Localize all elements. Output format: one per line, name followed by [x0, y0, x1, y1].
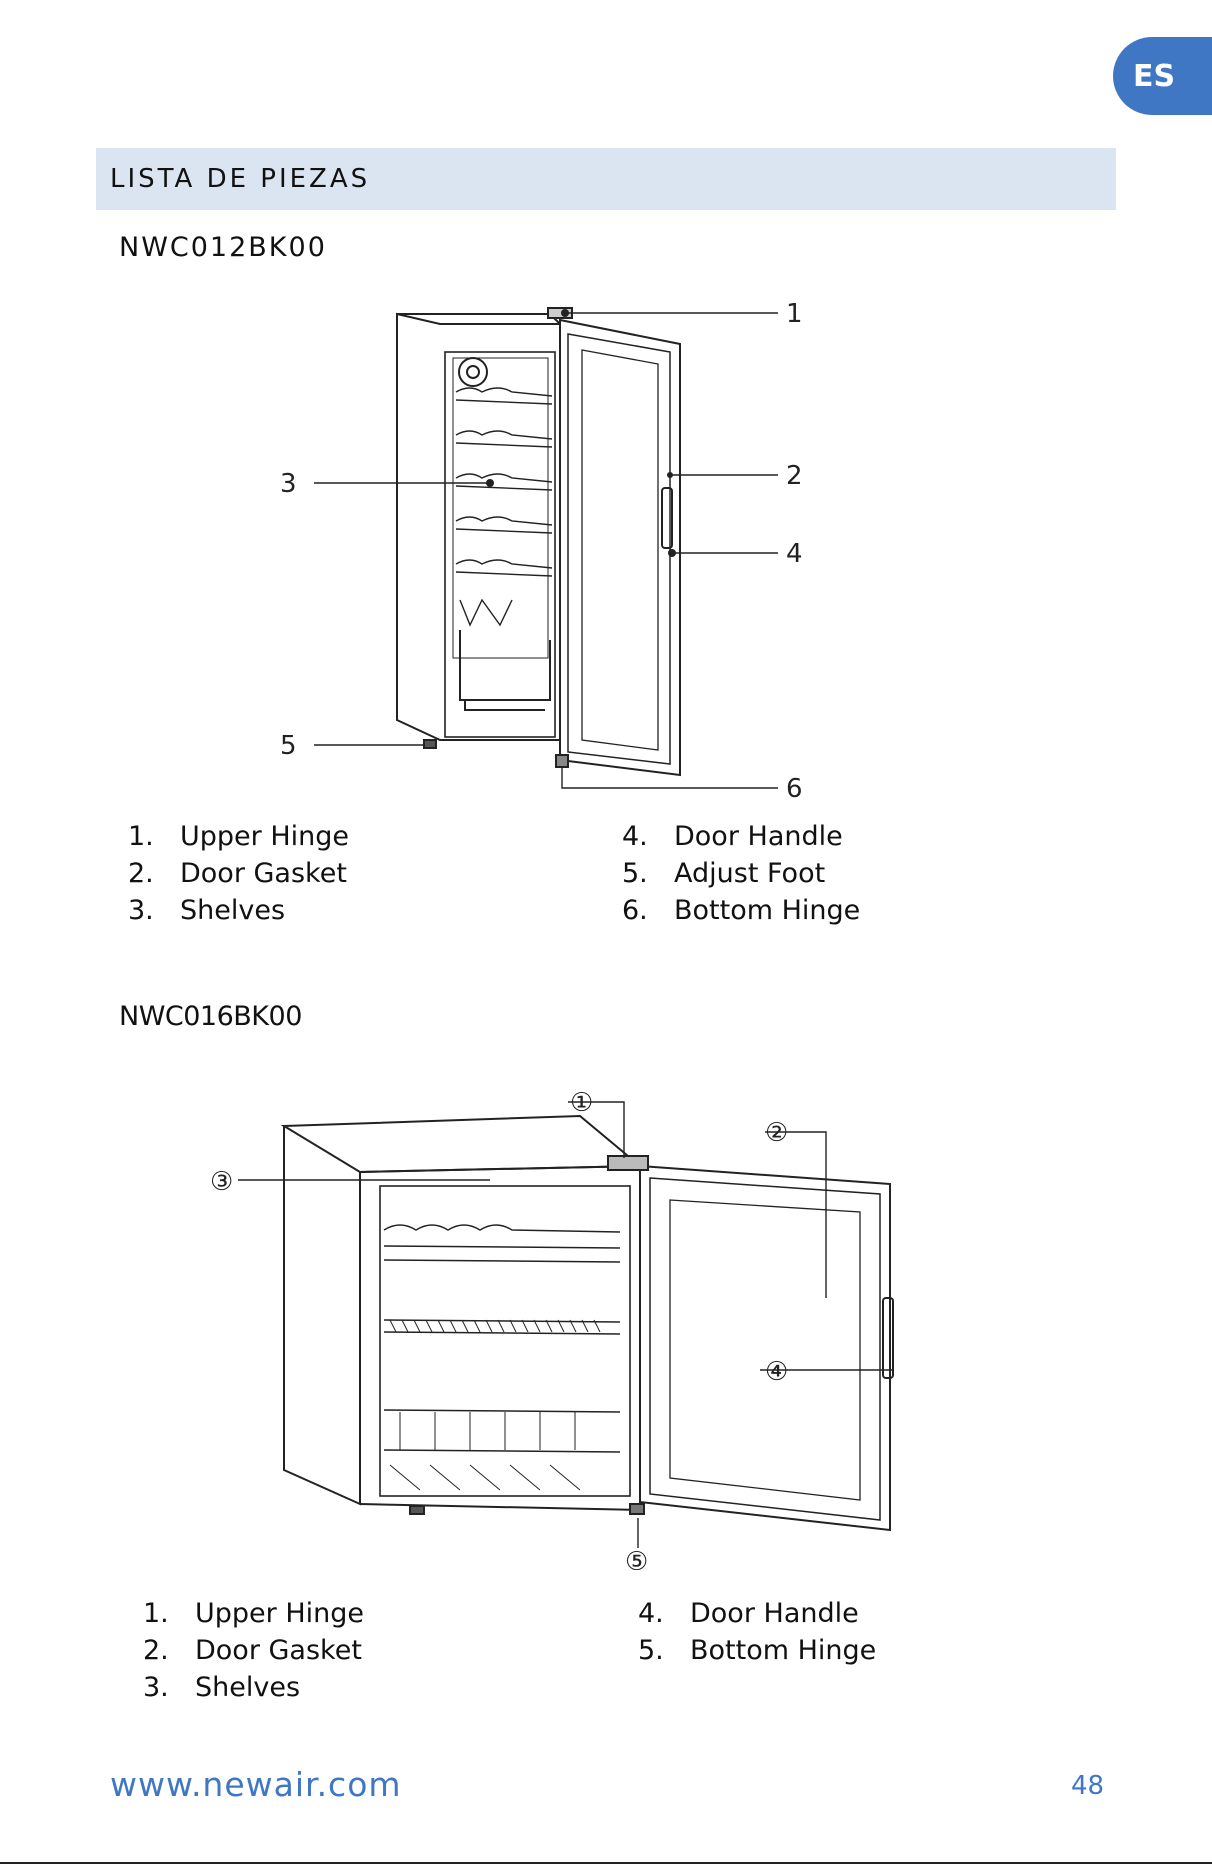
part-item: 2.Door Gasket — [143, 1632, 364, 1669]
part-label: Shelves — [180, 892, 285, 929]
part-num: 3. — [143, 1669, 195, 1706]
part-num: 4. — [622, 818, 674, 855]
part-item: 5.Adjust Foot — [622, 855, 860, 892]
part-item: 1.Upper Hinge — [128, 818, 349, 855]
part-num: 4. — [638, 1595, 690, 1632]
part-label: Bottom Hinge — [690, 1632, 876, 1669]
part-num: 5. — [622, 855, 674, 892]
part-num: 2. — [143, 1632, 195, 1669]
language-tab-label: ES — [1133, 59, 1175, 94]
part-item: 1.Upper Hinge — [143, 1595, 364, 1632]
part-item: 4.Door Handle — [638, 1595, 876, 1632]
part-item: 5.Bottom Hinge — [638, 1632, 876, 1669]
part-item: 3.Shelves — [128, 892, 349, 929]
part-item: 6.Bottom Hinge — [622, 892, 860, 929]
section-header: LISTA DE PIEZAS — [96, 148, 1116, 210]
part-num: 2. — [128, 855, 180, 892]
section-title: LISTA DE PIEZAS — [110, 164, 370, 194]
callout-3: ③ — [210, 1167, 233, 1197]
part-label: Door Handle — [674, 818, 843, 855]
part-label: Door Handle — [690, 1595, 859, 1632]
part-item: 2.Door Gasket — [128, 855, 349, 892]
part-label: Door Gasket — [195, 1632, 362, 1669]
callout-4: ④ — [765, 1357, 788, 1387]
part-label: Upper Hinge — [180, 818, 349, 855]
part-label: Bottom Hinge — [674, 892, 860, 929]
part-item: 4.Door Handle — [622, 818, 860, 855]
callout-5: 5 — [280, 731, 297, 761]
page-number: 48 — [1071, 1771, 1104, 1801]
diagram-nwc012bk00: 1 2 3 4 5 6 — [260, 300, 820, 800]
language-tab: ES — [1113, 37, 1212, 115]
model-title-1: NWC012BK00 — [119, 232, 327, 263]
part-label: Shelves — [195, 1669, 300, 1706]
part-label: Adjust Foot — [674, 855, 825, 892]
part-num: 1. — [128, 818, 180, 855]
callout-1: ① — [570, 1088, 593, 1118]
callout-1: 1 — [786, 300, 803, 329]
callout-3: 3 — [280, 469, 297, 499]
bottom-divider — [0, 1862, 1212, 1864]
model-title-2: NWC016BK00 — [119, 1001, 302, 1032]
callout-2: ② — [765, 1118, 788, 1148]
callout-5: ⑤ — [625, 1547, 648, 1570]
callout-2: 2 — [786, 461, 803, 491]
parts-list-1-right: 4.Door Handle 5.Adjust Foot 6.Bottom Hin… — [622, 818, 860, 929]
part-num: 5. — [638, 1632, 690, 1669]
footer-website-link[interactable]: www.newair.com — [110, 1765, 402, 1804]
callout-4: 4 — [786, 539, 803, 569]
parts-list-2-right: 4.Door Handle 5.Bottom Hinge — [638, 1595, 876, 1669]
part-num: 1. — [143, 1595, 195, 1632]
diagram-nwc016bk00: ① ② ③ ④ ⑤ — [200, 1070, 960, 1570]
part-num: 6. — [622, 892, 674, 929]
part-item: 3.Shelves — [143, 1669, 364, 1706]
part-label: Door Gasket — [180, 855, 347, 892]
part-label: Upper Hinge — [195, 1595, 364, 1632]
parts-list-1-left: 1.Upper Hinge 2.Door Gasket 3.Shelves — [128, 818, 349, 929]
parts-list-2-left: 1.Upper Hinge 2.Door Gasket 3.Shelves — [143, 1595, 364, 1706]
part-num: 3. — [128, 892, 180, 929]
callout-6: 6 — [786, 774, 803, 800]
